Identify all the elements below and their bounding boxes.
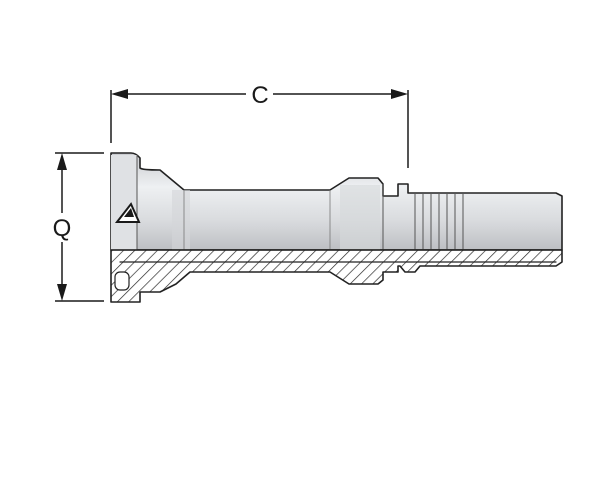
fitting-body [110,152,563,303]
shoulder-shade [172,190,190,250]
o-ring-groove [114,271,130,291]
dimension-c: C [110,82,409,168]
collar-shade [340,185,380,250]
dimension-c-label: C [251,82,268,109]
triangle-logo-icon [114,202,141,223]
dimension-q: Q [53,152,104,302]
dimension-q-label: Q [53,215,72,242]
arrowhead-q-top [57,153,67,170]
arrowhead-c-left [111,89,128,99]
arrowhead-q-bottom [57,284,67,301]
fitting-upper-view [110,152,563,251]
barb-serrations [414,193,464,250]
arrowhead-c-right [391,89,408,99]
fitting-section-view [110,249,563,303]
flange-face [111,155,137,250]
